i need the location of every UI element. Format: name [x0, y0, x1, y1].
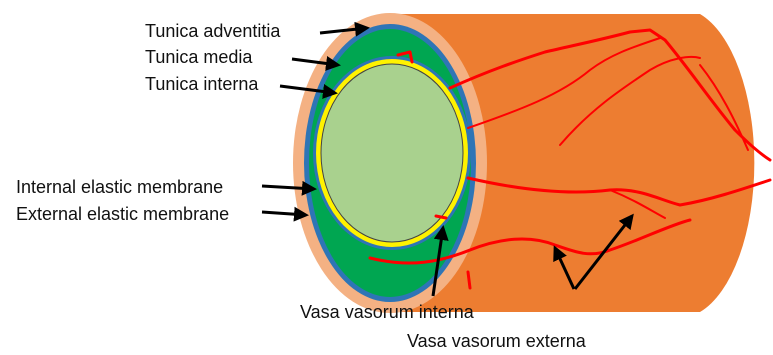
- label-internal-elastic-membrane: Internal elastic membrane: [16, 177, 223, 197]
- vasa-vasorum-interna-bottom: [436, 216, 446, 218]
- lumen: [321, 64, 463, 242]
- label-vasa-vasorum-externa: Vasa vasorum externa: [407, 331, 587, 351]
- vessel-cross-section: [293, 13, 487, 313]
- vasa-vasorum-externa-cap-lower: [468, 272, 470, 288]
- label-tunica-interna: Tunica interna: [145, 74, 259, 94]
- label-tunica-media: Tunica media: [145, 47, 253, 67]
- label-tunica-adventitia: Tunica adventitia: [145, 21, 281, 41]
- label-vasa-vasorum-interna: Vasa vasorum interna: [300, 302, 475, 322]
- label-external-elastic-membrane: External elastic membrane: [16, 204, 229, 224]
